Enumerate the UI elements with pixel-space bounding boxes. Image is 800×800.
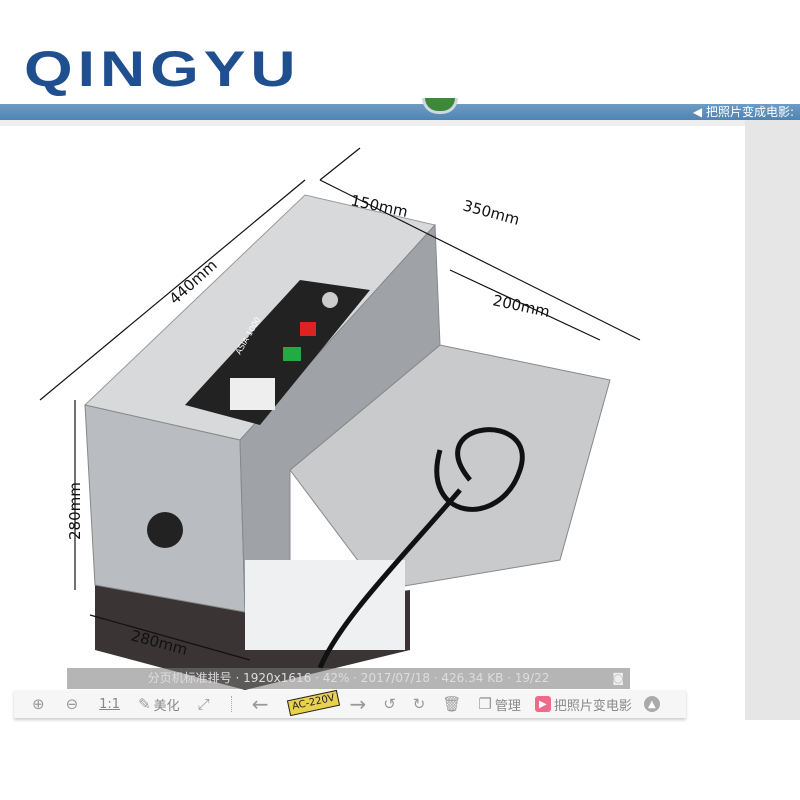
zoom-out-icon: ⊖ <box>65 695 79 713</box>
viewer-strip <box>0 120 745 126</box>
movie-icon: ▶ <box>534 696 551 712</box>
actual-size-button[interactable]: 1:1 <box>99 697 120 712</box>
expand-icon: ⤢ <box>197 695 210 713</box>
photo-movie-label: 把照片变电影 <box>553 698 632 714</box>
photo-movie-button[interactable]: ▶把照片变电影 <box>534 695 632 714</box>
brand-logo: QINGYU <box>24 41 301 97</box>
next-button[interactable]: → <box>349 692 369 716</box>
green-tab-indicator[interactable] <box>422 98 458 114</box>
beautify-label: 美化 <box>153 698 180 714</box>
zoom-in-icon: ⊕ <box>32 695 45 713</box>
manage-button[interactable]: ❐管理 <box>478 695 520 714</box>
product-photo: ASIA-1000 150mm 350mm 200mm 440mm 280mm … <box>39 147 641 690</box>
green-button <box>283 347 301 361</box>
rotate-left-icon: ↺ <box>383 695 396 713</box>
toolbar-divider <box>230 696 232 712</box>
movie-hint[interactable]: ◀ 把照片变成电影: <box>693 104 794 120</box>
red-button <box>300 322 316 336</box>
image-info-bar: 分页机标准排号 · 1920x1616 · 42% · 2017/07/18 ·… <box>67 668 630 689</box>
knob <box>147 512 183 548</box>
fullscreen-button[interactable]: ⤢ <box>198 695 213 713</box>
top-knob <box>322 292 338 308</box>
zoom-out-button[interactable]: ⊖ <box>66 695 82 713</box>
movie-hint-text: 把照片变成电影: <box>705 105 794 119</box>
trash-icon: 🗑 <box>442 695 462 713</box>
zoom-in-button[interactable]: ⊕ <box>32 695 48 713</box>
arrow-left-icon: ← <box>251 692 269 716</box>
image-info-text: 分页机标准排号 · 1920x1616 · 42% · 2017/07/18 ·… <box>147 671 550 685</box>
edit-icon: ✎ <box>138 695 151 713</box>
speaker-icon: ◀ <box>692 105 706 119</box>
arrow-right-icon: → <box>349 692 367 716</box>
viewer-toolbar: ⊕ ⊖ 1:1 ✎美化 ⤢ ← → ↺ ↻ 🗑 ❐管理 ▶把照片变电影 ▲ <box>14 690 686 718</box>
actual-size-label: 1:1 <box>99 696 121 712</box>
chevron-up-icon: ▲ <box>643 696 660 712</box>
collapse-button[interactable]: ▲ <box>643 696 663 712</box>
manage-label: 管理 <box>494 698 521 714</box>
side-panel <box>745 120 800 720</box>
beautify-button[interactable]: ✎美化 <box>138 695 180 714</box>
dim-280mm-height: 280mm <box>66 482 84 540</box>
dim-350mm: 350mm <box>461 196 522 228</box>
rotate-right-icon: ↻ <box>412 695 426 713</box>
manage-icon: ❐ <box>478 695 492 713</box>
camera-icon[interactable]: ◙ <box>612 671 624 685</box>
viewer-top-bar: ◀ 把照片变成电影: <box>0 98 800 120</box>
display-meter <box>230 378 275 410</box>
rotate-left-button[interactable]: ↺ <box>383 695 399 713</box>
rotate-right-button[interactable]: ↻ <box>413 695 429 713</box>
dim-200mm: 200mm <box>491 291 551 321</box>
power-cable <box>317 427 525 669</box>
machine-front <box>84 404 246 613</box>
delete-button[interactable]: 🗑 <box>442 695 464 713</box>
previous-button[interactable]: ← <box>252 692 272 716</box>
white-block <box>245 560 405 650</box>
